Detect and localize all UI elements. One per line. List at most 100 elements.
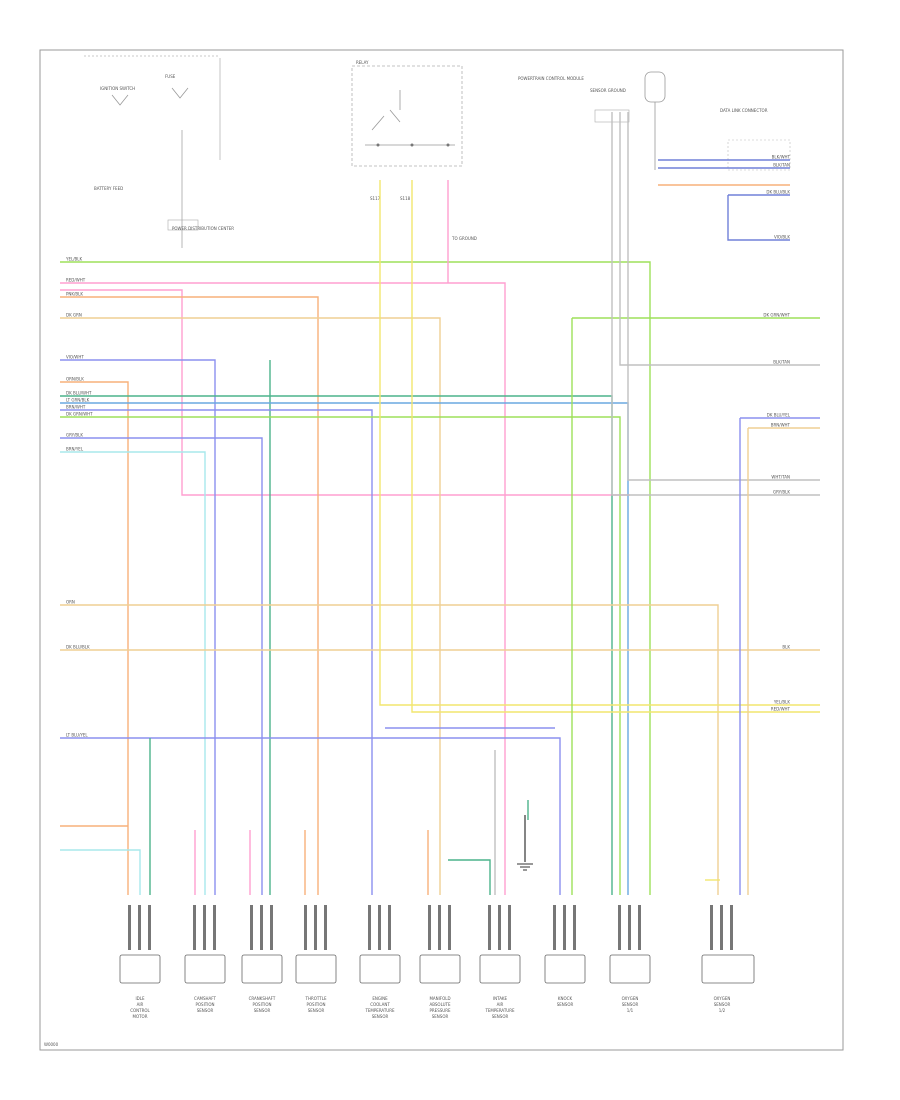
left-wire-label: ORN — [66, 600, 75, 605]
connector-pin — [573, 905, 576, 950]
component-connector — [609, 954, 651, 984]
connector-pin — [314, 905, 317, 950]
ground-symbol-icon — [517, 815, 533, 871]
connector-pin — [193, 905, 196, 950]
connector-pin — [203, 905, 206, 950]
left-wire-label: ORN/BLK — [66, 377, 84, 382]
connector-pin — [378, 905, 381, 950]
wire-4 — [60, 296, 319, 895]
connector-pin — [250, 905, 253, 950]
wire-26 — [627, 112, 820, 481]
right-wire-label: YEL/BLK — [773, 700, 791, 705]
connector-pin — [304, 905, 307, 950]
wire-38 — [448, 859, 491, 895]
connector-pin — [618, 905, 621, 950]
wire-15 — [60, 604, 719, 895]
splice-b-label: S118 — [400, 196, 411, 201]
wire-6 — [60, 359, 216, 895]
fuse-label: FUSE — [165, 74, 176, 79]
left-wire-label: PNK/BLK — [66, 292, 83, 297]
connector-pin — [428, 905, 431, 950]
connector-pin — [563, 905, 566, 950]
component-connector — [701, 954, 755, 984]
left-wire-label: BRN/YEL — [66, 447, 84, 452]
connector-pin — [628, 905, 631, 950]
connector-pin — [488, 905, 491, 950]
data-link-label: DATA LINK CONNECTOR — [720, 108, 768, 113]
right-wire-label: BRN/WHT — [771, 423, 791, 428]
connector-pin — [438, 905, 441, 950]
wire-8 — [60, 381, 129, 895]
right-wire-label: GRY/BLK — [773, 490, 790, 495]
connector-pin — [720, 905, 723, 950]
sensor-icon — [644, 71, 666, 103]
sensor-ground-label: SENSOR GROUND — [590, 88, 626, 93]
component-connector — [479, 954, 521, 984]
connector-pin — [730, 905, 733, 950]
relay-contact-icon — [371, 90, 401, 131]
connector-pin — [148, 905, 151, 950]
fuse-icon — [167, 219, 199, 231]
connector-pin — [260, 905, 263, 950]
connector-pin — [448, 905, 451, 950]
wire-14 — [60, 451, 206, 895]
component-connector — [119, 954, 161, 984]
wire-5 — [60, 317, 441, 895]
connector-pin — [553, 905, 556, 950]
left-wire-label: DK BLU/BLK — [66, 645, 90, 650]
connector-pin — [368, 905, 371, 950]
right-wire-label: VIO/BLK — [774, 235, 790, 240]
left-wire-label: BRN/WHT — [66, 405, 86, 410]
wire-11 — [60, 409, 373, 895]
right-wire-label: RED/WHT — [771, 707, 791, 712]
wire-13 — [60, 437, 263, 895]
wire-24 — [611, 112, 820, 496]
diagram-frame — [39, 49, 844, 1051]
connector-pin — [710, 905, 713, 950]
wire-12 — [60, 416, 621, 895]
component-connector — [241, 954, 283, 984]
right-wire-label: DK BLU/YEL — [767, 413, 791, 418]
footer-code: W0000 — [44, 1042, 59, 1047]
power-dist-label: POWER DISTRIBUTION CENTER — [172, 226, 234, 231]
connector-pin — [324, 905, 327, 950]
left-wire-label: LT BLU/YEL — [66, 733, 88, 738]
pcm-label: POWERTRAIN CONTROL MODULE — [518, 76, 584, 81]
wire-9 — [60, 395, 613, 895]
wire-1 — [60, 261, 651, 895]
right-wire-label: DK GRN/WHT — [763, 313, 790, 318]
left-wire-label: RED/WHT — [66, 278, 86, 283]
wire-2 — [60, 282, 506, 895]
connector-pin — [388, 905, 391, 950]
splice-a-label: S117 — [370, 196, 381, 201]
wire-20 — [60, 737, 561, 895]
top-right-connector — [594, 71, 791, 171]
relay-label: RELAY — [356, 60, 369, 65]
right-wire-label: BLK — [782, 645, 790, 650]
switch-symbol-icon — [171, 87, 189, 99]
left-wire-label: DK GRN — [66, 313, 82, 318]
connector-pin — [213, 905, 216, 950]
wires-layer — [60, 112, 820, 895]
switch-symbol-icon — [111, 94, 129, 106]
wire-17 — [379, 180, 820, 706]
wire-3 — [60, 289, 630, 496]
wire-25 — [619, 112, 820, 366]
left-wire-label: GRY/BLK — [66, 433, 83, 438]
left-wire-label: DK BLU/WHT — [66, 391, 92, 396]
ground-note-label: TO GROUND — [451, 236, 477, 241]
connector-pin — [128, 905, 131, 950]
